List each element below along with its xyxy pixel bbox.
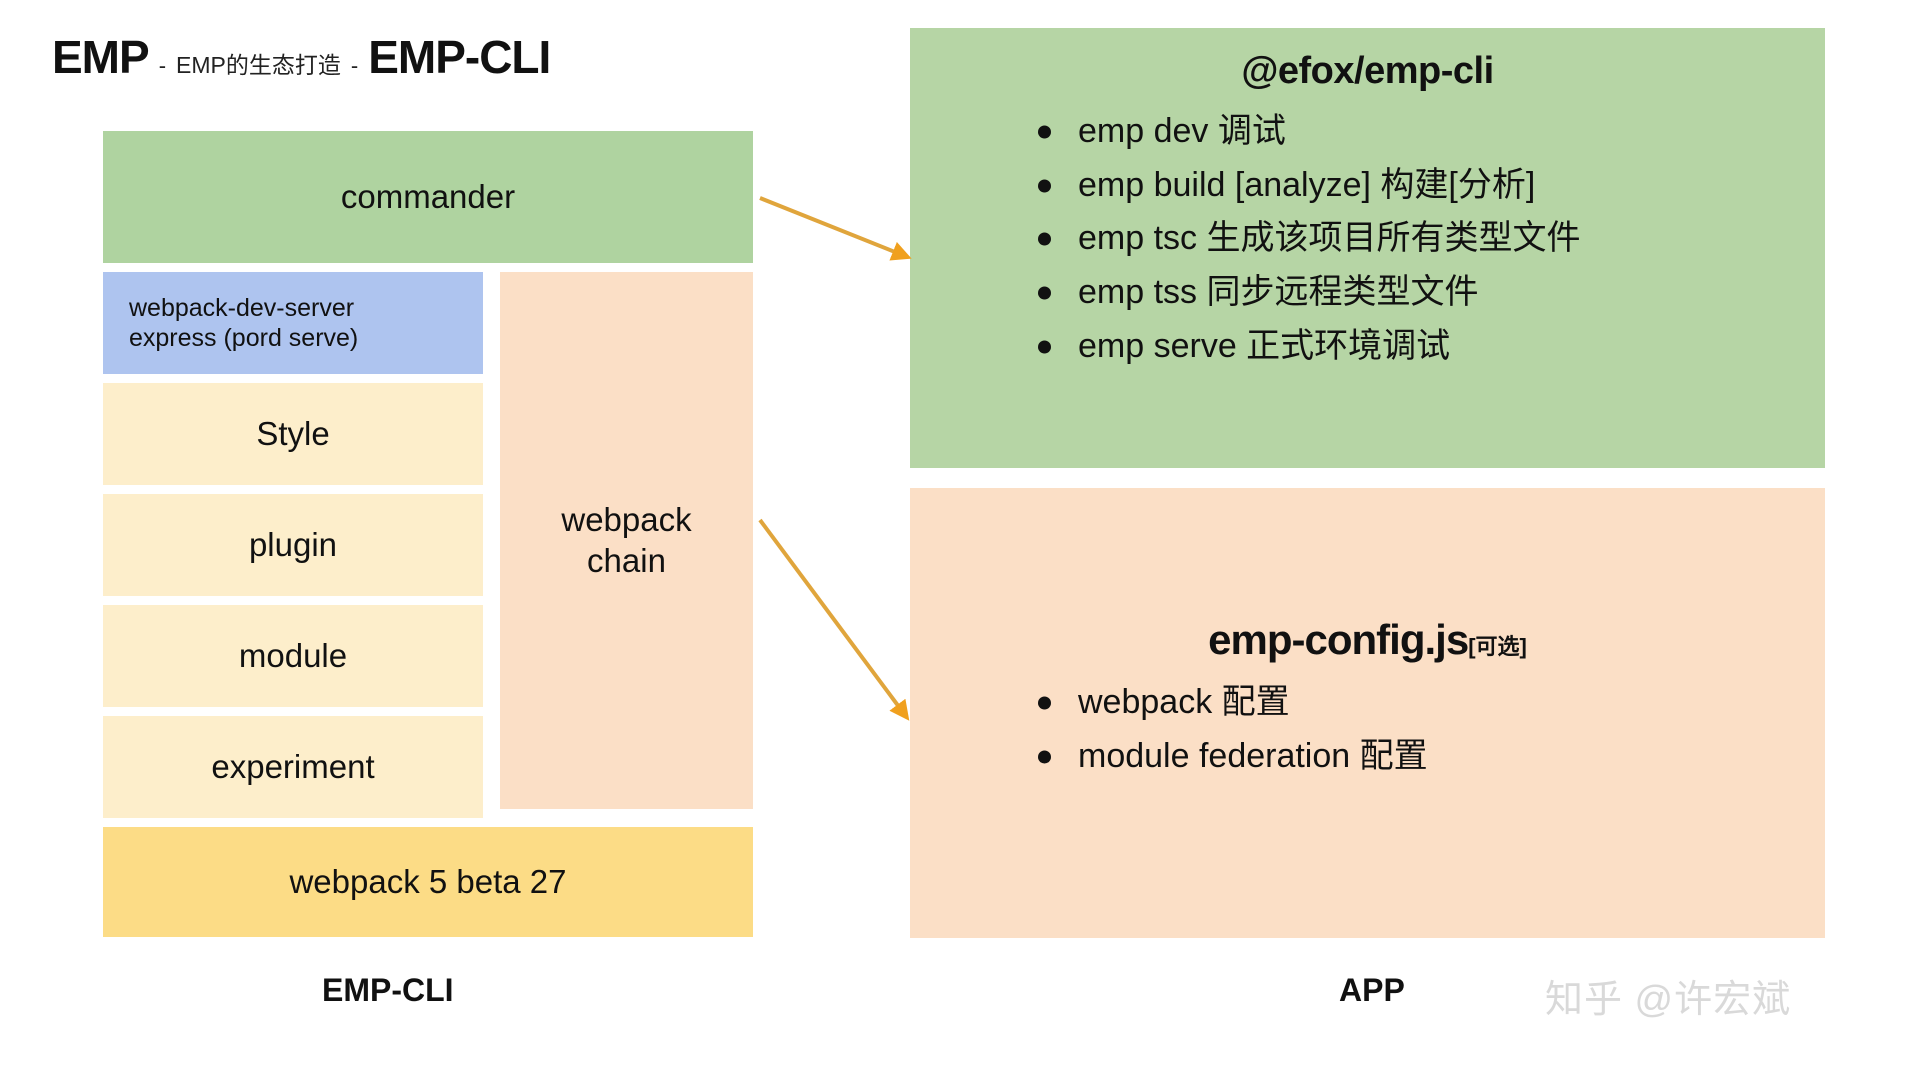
experiment-label: experiment [211, 747, 375, 785]
module-box: module [103, 605, 483, 707]
list-item: emp serve 正式环境调试 [1030, 320, 1825, 374]
commander-box: commander [103, 131, 753, 263]
list-item: emp tsc 生成该项目所有类型文件 [1030, 212, 1825, 266]
footer-label-emp-cli: EMP-CLI [322, 972, 454, 1008]
webpack-version-box: webpack 5 beta 27 [103, 827, 753, 937]
webpack-version-label: webpack 5 beta 27 [289, 862, 567, 900]
experiment-box: experiment [103, 716, 483, 818]
left-sub-stack: webpack-dev-server express (pord serve) … [103, 272, 483, 818]
style-label: Style [256, 414, 330, 452]
efox-emp-cli-panel: @efox/emp-cli emp dev 调试 emp build [anal… [910, 28, 1825, 468]
emp-config-panel: emp-config.js[可选] webpack 配置 module fede… [910, 488, 1825, 938]
arrow-chain-to-config [758, 518, 910, 721]
emp-config-title: emp-config.js[可选] [910, 488, 1825, 664]
emp-config-option-list: webpack 配置 module federation 配置 [910, 676, 1825, 783]
emp-cli-command-list: emp dev 调试 emp build [analyze] 构建[分析] em… [910, 105, 1825, 374]
webpack-chain-line-2: chain [587, 541, 666, 579]
webpack-dev-server-box: webpack-dev-server express (pord serve) [103, 272, 483, 374]
list-item: webpack 配置 [1030, 676, 1825, 730]
footer-label-app: APP [1339, 972, 1405, 1008]
emp-config-title-text: emp-config.js [1208, 616, 1469, 663]
webpack-chain-line-1: webpack [561, 501, 692, 539]
plugin-box: plugin [103, 494, 483, 596]
emp-config-optional-tag: [可选] [1468, 634, 1527, 659]
title-main-right: EMP-CLI [368, 31, 551, 83]
title-main-left: EMP [52, 31, 150, 83]
style-box: Style [103, 383, 483, 485]
webpack-dev-server-line-1: webpack-dev-server [129, 293, 355, 322]
plugin-label: plugin [248, 525, 338, 563]
title-dash-2: - [350, 53, 359, 78]
middle-row: webpack-dev-server express (pord serve) … [103, 272, 753, 818]
webpack-chain-box: webpack chain [500, 272, 753, 809]
webpack-dev-server-line-2: express (pord serve) [129, 324, 359, 352]
list-item: emp dev 调试 [1030, 105, 1825, 159]
module-label: module [238, 636, 348, 674]
list-item: emp build [analyze] 构建[分析] [1030, 159, 1825, 213]
title-subtitle: EMP的生态打造 [176, 52, 341, 78]
arrow-commander-to-cli [759, 196, 912, 261]
page-title: EMP - EMP的生态打造 - EMP-CLI [52, 30, 551, 84]
list-item: module federation 配置 [1030, 730, 1825, 784]
efox-emp-cli-title: @efox/emp-cli [1241, 50, 1494, 92]
list-item: emp tss 同步远程类型文件 [1030, 266, 1825, 320]
commander-label: commander [340, 177, 516, 215]
emp-cli-architecture-stack: commander webpack-dev-server express (po… [103, 131, 753, 937]
title-dash-1: - [158, 53, 167, 78]
zhihu-watermark: 知乎 @许宏斌 [1545, 979, 1792, 1021]
